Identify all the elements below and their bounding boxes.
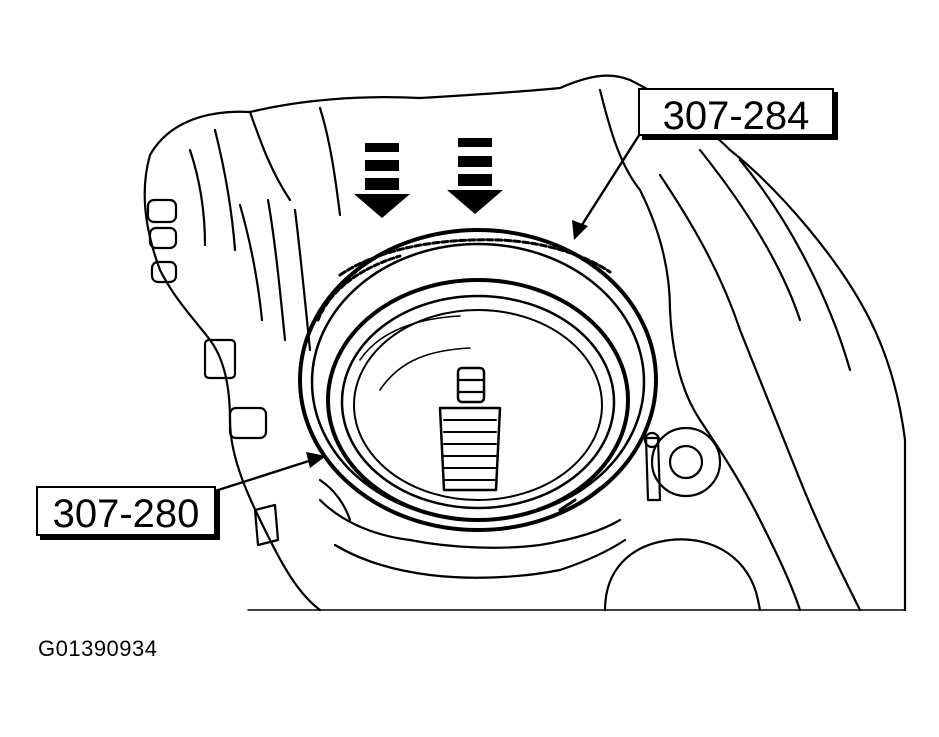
housing-outline [148, 74, 907, 612]
bolt-boss [203, 338, 237, 380]
housing-right-ribs-2 [638, 188, 802, 612]
housing-right-ribs [658, 148, 862, 612]
ring-teeth-2 [316, 254, 402, 322]
lower-right-dome [603, 538, 762, 612]
bolt-boss [228, 406, 268, 440]
tool-ring-outer [298, 228, 658, 532]
leader-284 [578, 116, 652, 230]
leader-284-head [572, 220, 588, 240]
housing-top-flange [248, 88, 642, 217]
shaft-spline-lines [443, 419, 497, 481]
housing-bottom [318, 498, 622, 549]
callout-tool-307-284: 307-284 [638, 88, 834, 136]
shaft-tip-ring [456, 378, 486, 394]
fitting-hole [668, 444, 704, 480]
housing-bottom-2 [333, 538, 627, 579]
tool-ring-inner-lip [340, 294, 616, 510]
down-arrow-icon [354, 143, 410, 218]
down-arrow-icon [447, 138, 503, 214]
bottom-bracket-2 [318, 478, 352, 522]
fitting-pin [644, 436, 662, 502]
ring-teeth [338, 238, 612, 277]
fitting-pin-cap [643, 431, 661, 449]
leader-280-head [306, 452, 326, 468]
bore-opening [353, 309, 603, 501]
bolt-boss [146, 198, 178, 224]
tool-ring-inner [326, 278, 630, 522]
bottom-bracket [253, 503, 280, 547]
left-fins [188, 128, 312, 352]
bolt-boss [148, 226, 178, 250]
figure-id: G01390934 [38, 636, 158, 661]
shaft-splines [438, 406, 502, 492]
shaft-tip [456, 366, 486, 404]
callout-tool-307-280: 307-280 [36, 486, 216, 536]
ring-gap [558, 486, 602, 512]
bore-shading [359, 315, 471, 391]
housing-left-edge [143, 153, 322, 612]
leader-280 [210, 458, 314, 494]
fitting-boss [650, 426, 722, 498]
bolt-boss [150, 260, 178, 284]
